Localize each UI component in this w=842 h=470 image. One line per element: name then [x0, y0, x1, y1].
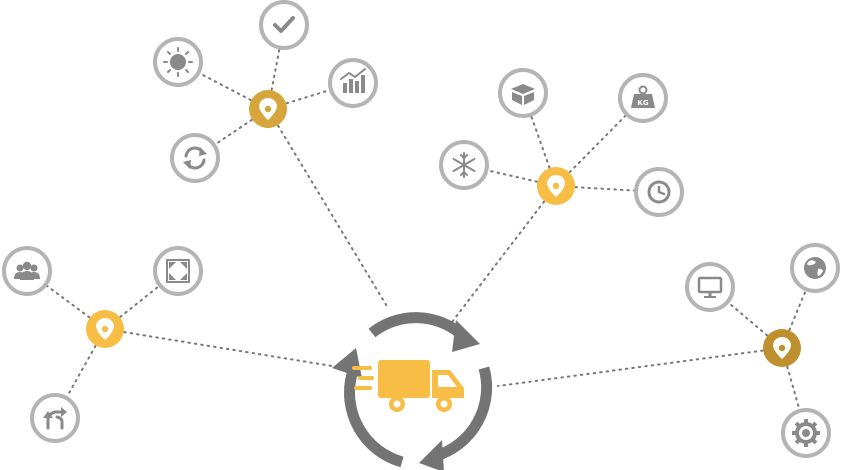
- pin-right: [763, 329, 801, 367]
- pin-top-right: [537, 167, 575, 205]
- people-icon: [2, 246, 52, 296]
- connection-line: [497, 347, 783, 387]
- cycle-arrowhead-left: [332, 348, 362, 378]
- globe-icon: [790, 243, 840, 293]
- weight-label: KG: [637, 99, 648, 107]
- cycle-arrowhead-top: [452, 320, 480, 352]
- delivery-truck-cycle: [332, 312, 493, 470]
- pin-top-left: [249, 90, 287, 128]
- cycle-arrow-left: [344, 372, 404, 468]
- refresh-icon: [170, 133, 220, 183]
- connection-line: [104, 328, 333, 367]
- cycle-arrows: [332, 312, 493, 470]
- checkmark-icon: [259, 0, 309, 50]
- box-icon: [498, 68, 548, 118]
- clock-icon: [634, 167, 684, 217]
- connection-line: [451, 185, 557, 323]
- connection-line: [267, 108, 389, 309]
- sun-icon: [153, 37, 203, 87]
- monitor-icon: [685, 262, 735, 312]
- gear-icon: [781, 408, 831, 458]
- bar-chart-icon: [328, 58, 378, 108]
- snowflake-icon: [439, 140, 489, 190]
- route-icon: [30, 393, 80, 443]
- cycle-arrowhead-bottom: [419, 440, 444, 470]
- pin-left: [86, 310, 124, 348]
- truck-icon: [352, 360, 464, 412]
- cycle-arrow-right: [434, 366, 493, 462]
- cycle-arrow-top: [368, 312, 466, 340]
- fullscreen-icon: [153, 246, 203, 296]
- weight-icon: KG: [618, 73, 668, 123]
